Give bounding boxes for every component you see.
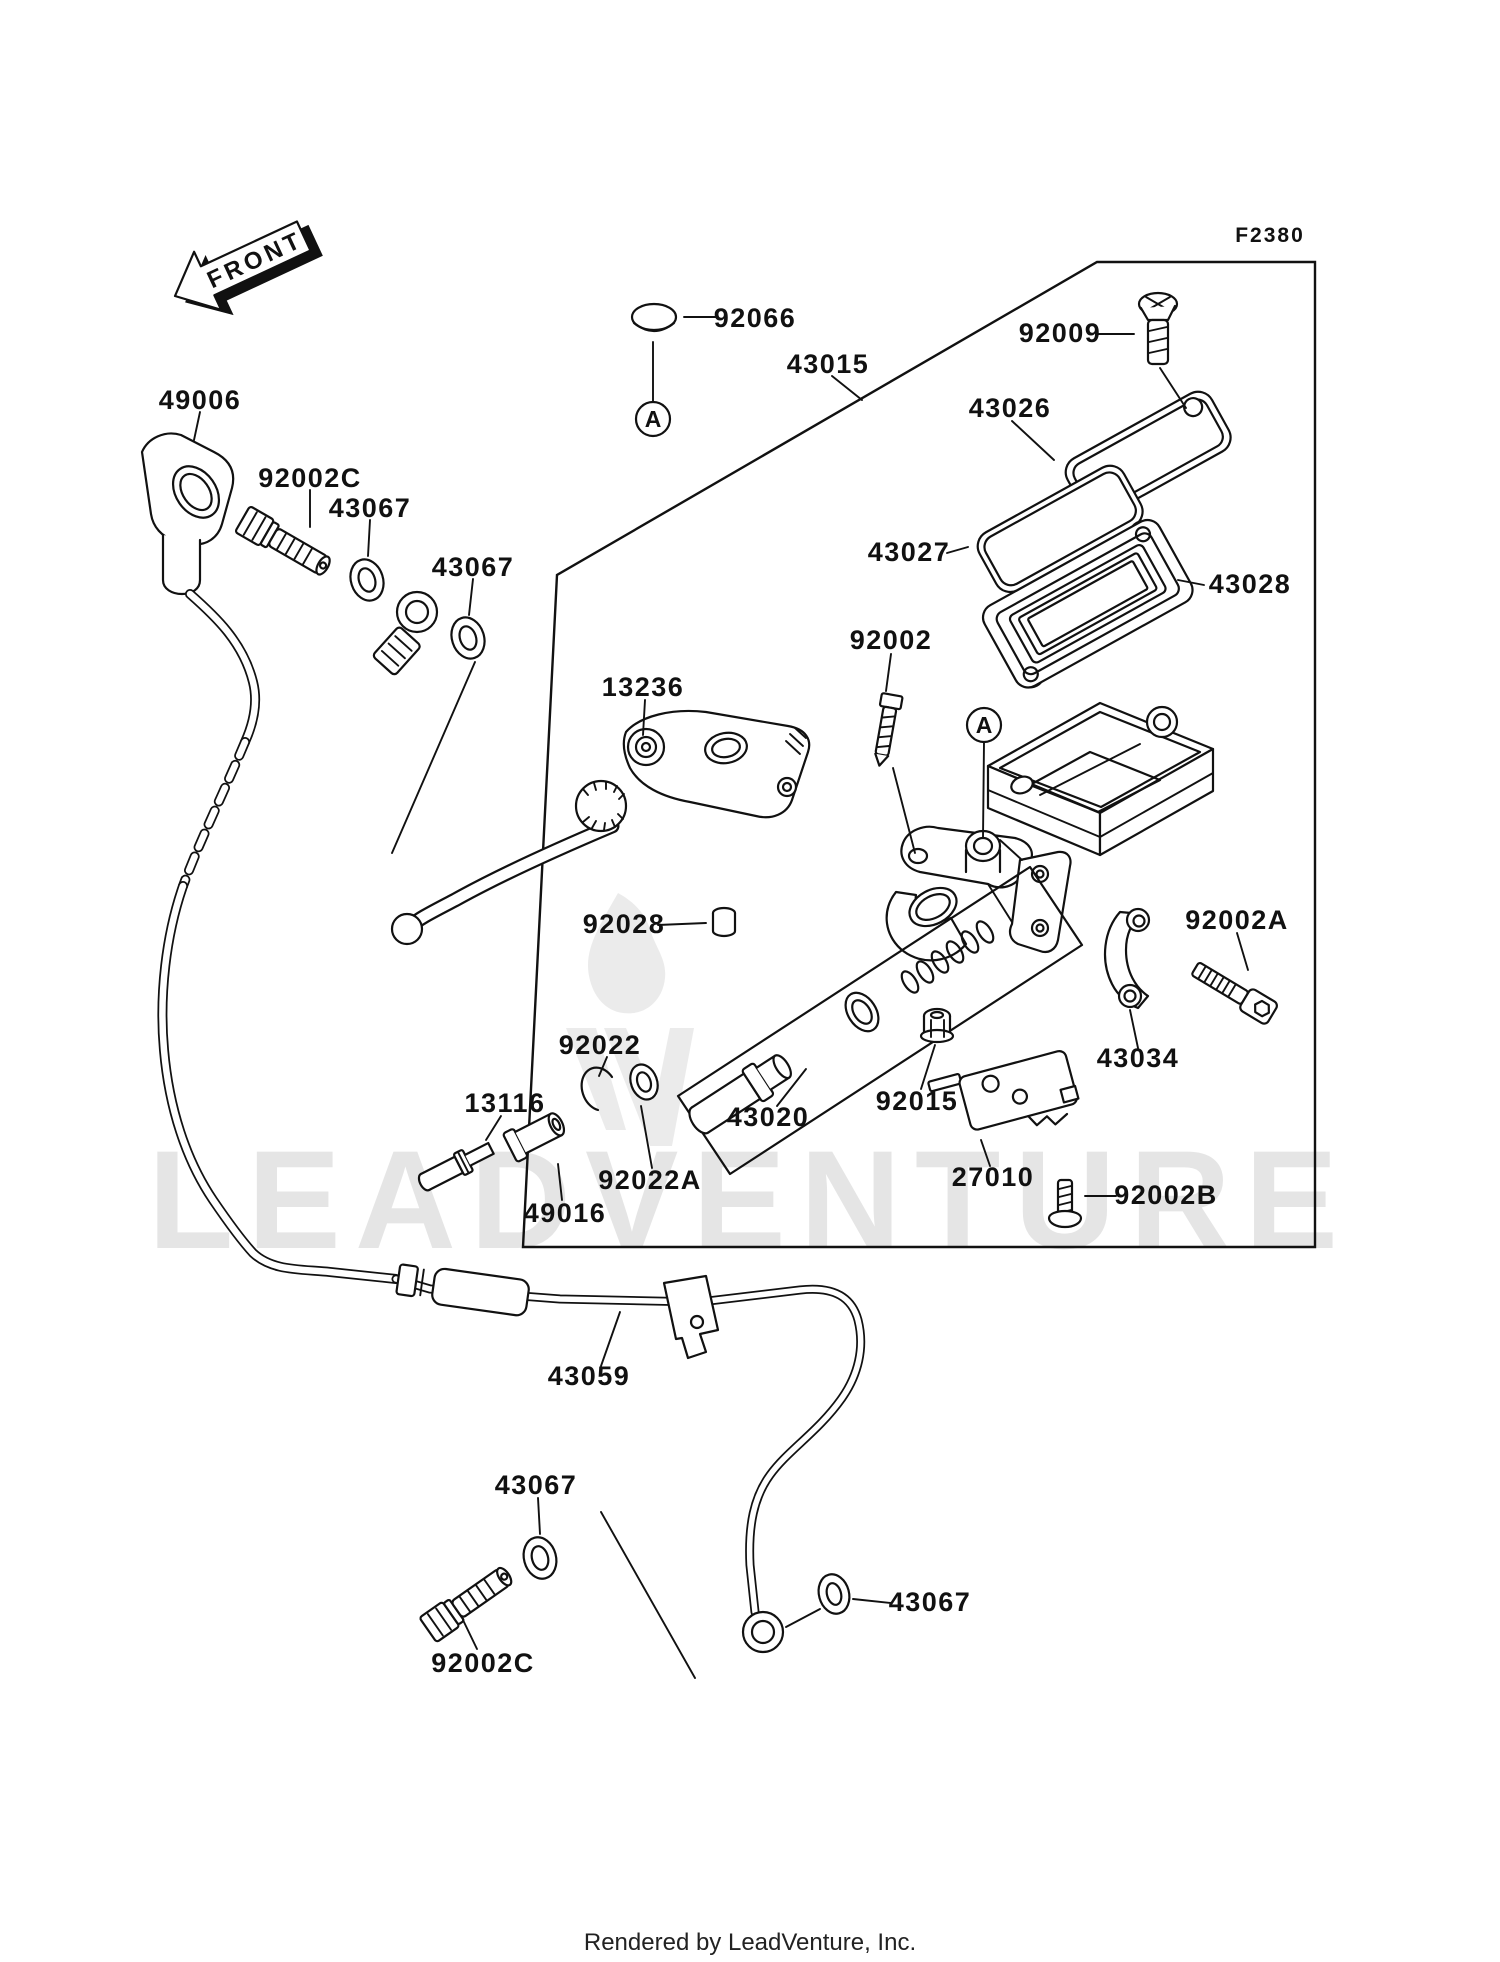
part-92009-screw: [1137, 291, 1179, 366]
part-clutch-hose: [157, 589, 439, 1284]
part-label-13236: 13236: [602, 672, 685, 702]
pipe-banjo-eye: [741, 1610, 785, 1654]
figure-code: F2380: [1235, 224, 1305, 247]
part-label-92022: 92022: [559, 1030, 642, 1060]
part-92002-screw: [874, 692, 904, 767]
part-92028-bushing: [711, 906, 737, 938]
part-label-43020: 43020: [727, 1102, 810, 1132]
part-49006-boot: [140, 432, 235, 596]
front-direction-arrow: FRONT: [173, 220, 323, 316]
part-reservoir-tank: [986, 701, 1215, 857]
leader-lines: [193, 316, 1249, 1679]
part-49016-bushing: [502, 1112, 566, 1163]
part-label-92009: 92009: [1019, 318, 1102, 348]
part-label-13116: 13116: [464, 1088, 545, 1118]
part-92002c-banjo-bolt-lower: [419, 1566, 513, 1643]
part-43020-piston-kit: [676, 865, 1084, 1176]
part-label-92002: 92002: [850, 625, 933, 655]
watermark-flame-icon: [587, 893, 666, 1014]
lever-adjuster-knob: [574, 779, 628, 833]
part-27010-switch: [927, 1050, 1080, 1131]
detail-marker-a1: A: [634, 400, 672, 438]
part-92002a-bolt: [1191, 962, 1278, 1025]
part-label-92002a: 92002A: [1185, 905, 1289, 935]
part-label-92002b: 92002B: [1114, 1180, 1218, 1210]
part-43067-washer-4: [817, 1573, 851, 1615]
part-label-27010: 27010: [952, 1162, 1035, 1192]
part-label-43067-3: 43067: [495, 1470, 578, 1500]
part-92066-cap: [630, 302, 678, 333]
part-label-92002c-1: 92002C: [258, 463, 362, 493]
part-label-92002c-2: 92002C: [431, 1648, 535, 1678]
part-label-43067-2: 43067: [432, 552, 515, 582]
part-43067-washer-3: [522, 1536, 558, 1580]
part-label-92028: 92028: [583, 909, 666, 939]
part-label-49016: 49016: [524, 1198, 607, 1228]
part-label-43059: 43059: [548, 1361, 631, 1391]
part-label-43067-1: 43067: [329, 493, 412, 523]
part-label-43015: 43015: [787, 349, 870, 379]
svg-text:A: A: [645, 406, 662, 432]
part-13116-rod: [417, 1141, 495, 1192]
part-43034-clamp: [1103, 907, 1151, 1010]
part-13236-lever: [390, 709, 811, 946]
svg-text:A: A: [976, 712, 993, 738]
watermark-text: LEADVENTURE: [148, 1121, 1352, 1278]
watermark-v-icon: [566, 1028, 694, 1146]
part-43028-plate: [981, 518, 1194, 689]
part-92002b-screw: [1047, 1178, 1083, 1229]
assembly-boundary: [521, 260, 1317, 1249]
pipe-sleeve: [431, 1267, 530, 1317]
part-43067-washer-2: [450, 616, 486, 660]
footer-credit: Rendered by LeadVenture, Inc.: [584, 1929, 916, 1956]
part-43059-pipe: [391, 1263, 866, 1654]
part-92015-nut: [919, 1007, 955, 1044]
part-label-43028: 43028: [1209, 569, 1292, 599]
part-43067-washer-1: [349, 558, 385, 602]
part-92022a-washer: [629, 1063, 659, 1101]
part-label-92066: 92066: [714, 303, 797, 333]
part-label-43027: 43027: [868, 537, 951, 567]
pipe-connector: [395, 1263, 425, 1298]
part-92002c-banjo-bolt-upper: [234, 505, 331, 576]
part-label-43034: 43034: [1097, 1043, 1180, 1073]
detail-marker-a2: A: [965, 706, 1003, 744]
part-number-labels: F2380 92066 43015 92009 43026 43027 4302…: [159, 224, 1305, 1678]
part-92022-circlip: [580, 1066, 614, 1112]
leadventure-watermark: LEADVENTURE: [148, 893, 1352, 1278]
part-label-49006: 49006: [159, 385, 242, 415]
part-label-92022a: 92022A: [598, 1165, 702, 1195]
pipe-clamp: [662, 1274, 720, 1360]
part-label-43067-4: 43067: [889, 1587, 972, 1617]
part-label-43026: 43026: [969, 393, 1052, 423]
kit-spring: [900, 920, 995, 994]
part-label-92015: 92015: [876, 1086, 959, 1116]
